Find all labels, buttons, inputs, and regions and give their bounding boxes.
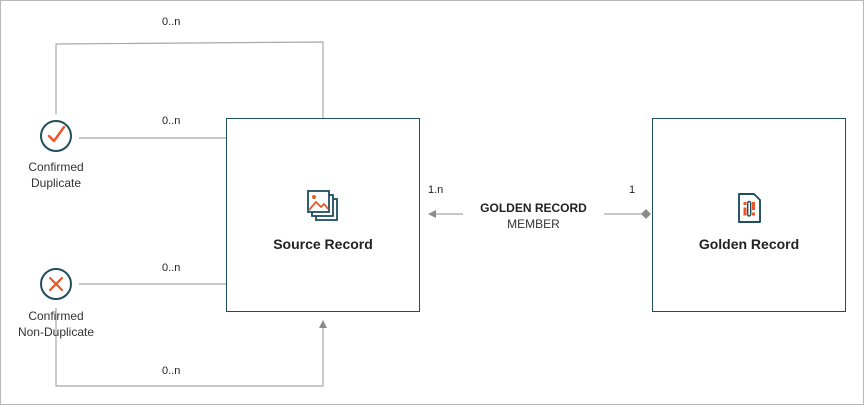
confirmed-non-duplicate-label: Confirmed Non-Duplicate bbox=[5, 308, 107, 340]
confirmed-duplicate-label: Confirmed Duplicate bbox=[5, 159, 107, 191]
confirmed-non-duplicate-line1: Confirmed bbox=[28, 309, 84, 323]
golden-side-multiplicity: 1 bbox=[629, 184, 636, 196]
x-circle-icon[interactable] bbox=[39, 267, 73, 301]
source-side-multiplicity: 1.n bbox=[428, 184, 444, 196]
source-record-box[interactable]: Source Record bbox=[226, 118, 420, 312]
sim-card-icon bbox=[738, 193, 761, 223]
confirmed-duplicate-line1: Confirmed bbox=[28, 160, 84, 174]
bottom-loop-multiplicity: 0..n bbox=[162, 365, 181, 377]
relationship-subtitle: MEMBER bbox=[507, 217, 560, 231]
bottom-loop-connector bbox=[55, 308, 327, 387]
golden-record-box[interactable]: Golden Record bbox=[652, 118, 846, 312]
aggregation-diamond bbox=[641, 209, 651, 219]
duplicate-multiplicity: 0..n bbox=[162, 115, 181, 127]
golden-record-title: Golden Record bbox=[698, 236, 800, 252]
source-record-title: Source Record bbox=[273, 236, 373, 252]
non-duplicate-multiplicity: 0..n bbox=[162, 262, 181, 274]
relationship-name: GOLDEN RECORD bbox=[480, 201, 587, 215]
top-loop-connector bbox=[55, 41, 327, 130]
check-circle-icon[interactable] bbox=[39, 119, 73, 153]
confirmed-duplicate-line2: Duplicate bbox=[30, 176, 82, 190]
top-loop-multiplicity: 0..n bbox=[162, 16, 181, 28]
image-stack-icon bbox=[307, 190, 338, 221]
confirmed-non-duplicate-line2: Non-Duplicate bbox=[17, 325, 95, 339]
